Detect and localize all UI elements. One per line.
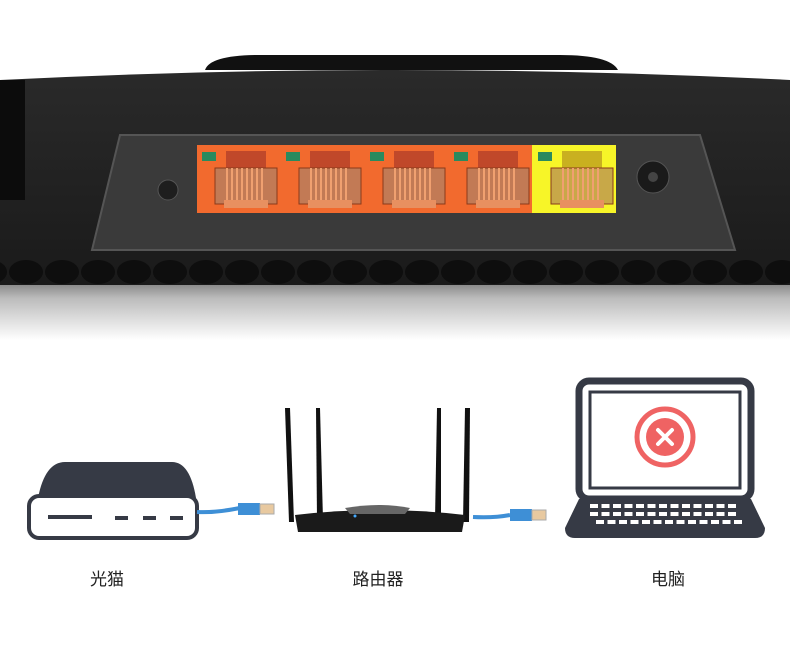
router-label: 路由器 bbox=[352, 570, 404, 590]
wan-port bbox=[538, 151, 614, 208]
power-jack-pin bbox=[648, 172, 658, 182]
port-led bbox=[538, 152, 552, 161]
computer-label: 电脑 bbox=[651, 570, 685, 590]
port-led bbox=[202, 152, 216, 161]
router-feet bbox=[0, 260, 790, 284]
laptop-icon bbox=[565, 377, 765, 538]
port-led bbox=[454, 152, 468, 161]
port-led bbox=[286, 152, 300, 161]
error-x-icon bbox=[634, 406, 696, 468]
router-back-view bbox=[0, 55, 790, 340]
lan-port bbox=[202, 151, 278, 208]
modem-label: 光猫 bbox=[90, 570, 124, 590]
reset-button bbox=[157, 179, 179, 201]
lan-port bbox=[370, 151, 446, 208]
ethernet-ports bbox=[202, 151, 614, 208]
lan-port bbox=[286, 151, 362, 208]
ethernet-cable-right bbox=[472, 509, 547, 521]
ethernet-cable-left bbox=[196, 503, 275, 515]
router-top bbox=[205, 55, 618, 70]
lan-port bbox=[454, 151, 530, 208]
port-led bbox=[370, 152, 384, 161]
router-icon bbox=[285, 408, 470, 532]
modem-icon bbox=[27, 462, 199, 540]
router-side bbox=[0, 80, 25, 200]
